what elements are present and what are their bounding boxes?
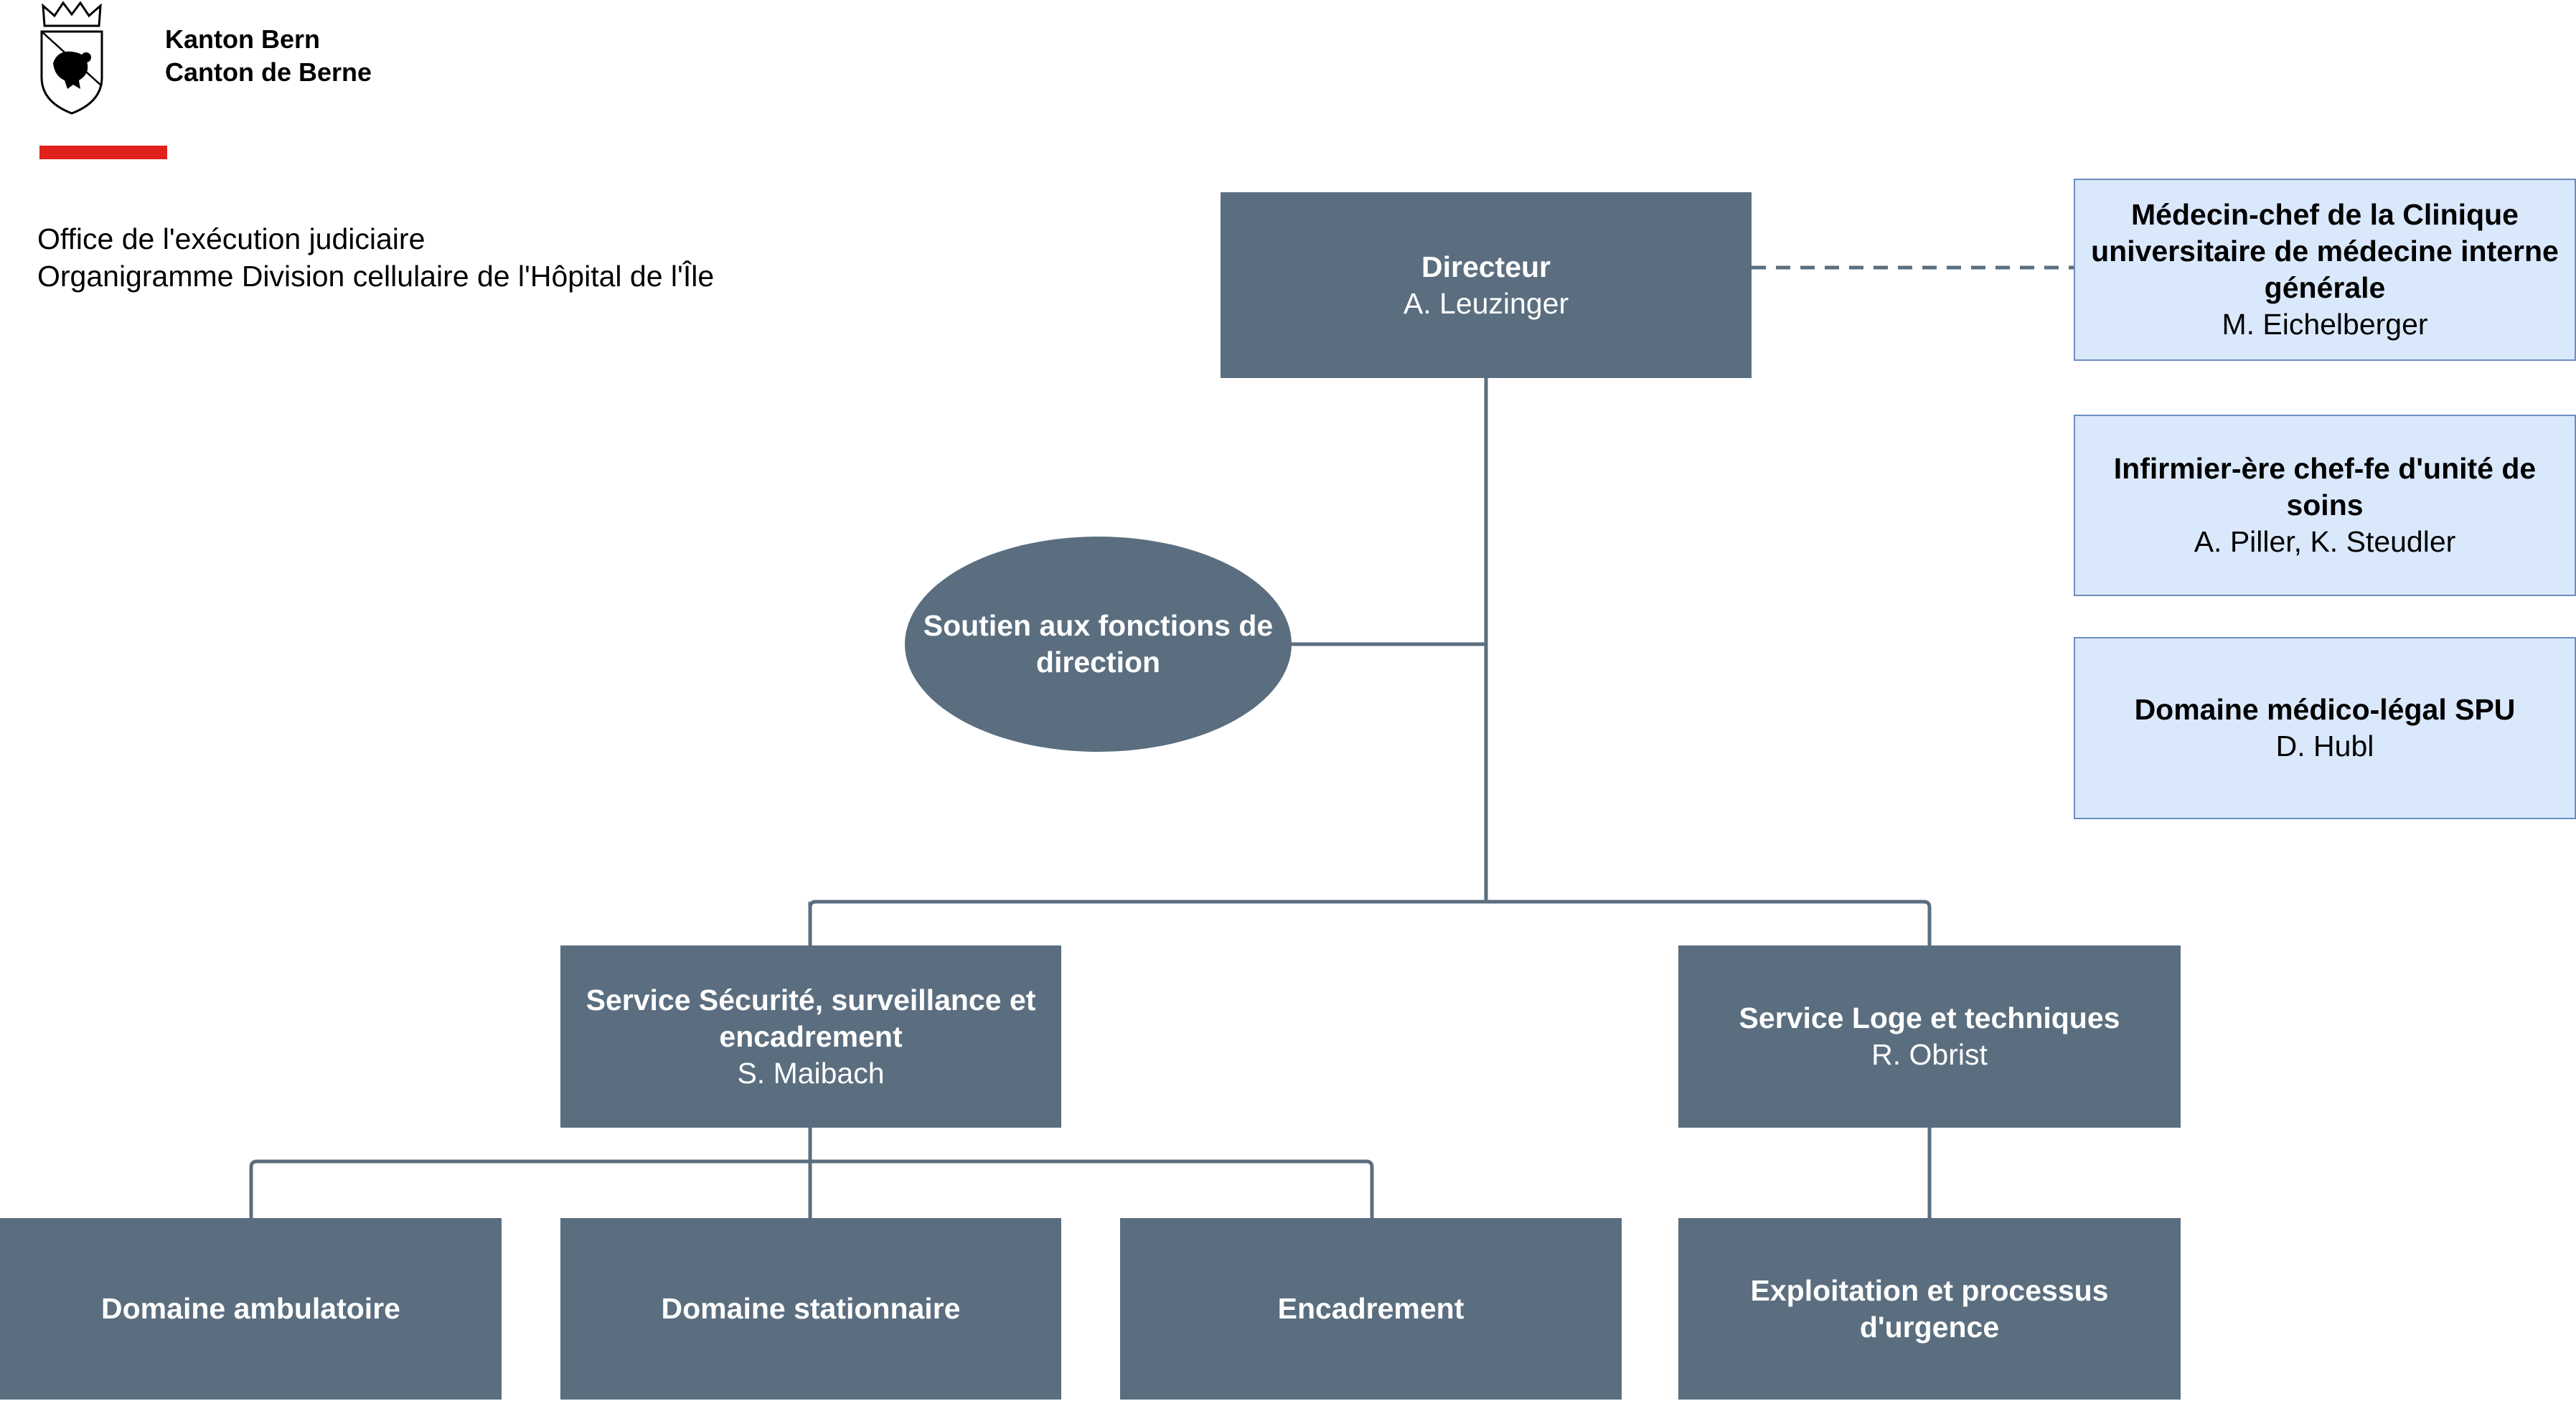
medecin-chef-name: M. Eichelberger [2222, 308, 2428, 341]
document-heading: Office de l'exécution judiciaire Organig… [37, 220, 714, 295]
loge-service-role: Service Loge et techniques [1739, 1001, 2120, 1034]
ambulatoire-label: Domaine ambulatoire [101, 1292, 400, 1325]
medico-legal-role: Domaine médico-légal SPU [2134, 693, 2516, 726]
encadrement-box: Encadrement [1120, 1218, 1622, 1400]
urgence-box: Exploitation et processus d'urgence [1678, 1218, 2181, 1400]
infirmier-role: Infirmier-ère chef-fe d'unité de soins [2113, 452, 2537, 522]
chart-title: Organigramme Division cellulaire de l'Hô… [37, 260, 715, 293]
stationnaire-box: Domaine stationnaire [560, 1218, 1061, 1400]
support-ellipse: Soutien aux fonctions de direction [905, 537, 1292, 752]
org-name-german: Kanton Bern [165, 24, 320, 54]
connector-services-bar [808, 900, 1932, 945]
medico-legal-panel: Domaine médico-légal SPU D. Hubl [2074, 637, 2576, 819]
office-name: Office de l'exécution judiciaire [37, 222, 426, 255]
security-service-name: S. Maibach [737, 1056, 885, 1090]
org-name-french: Canton de Berne [165, 57, 372, 87]
loge-service-name: R. Obrist [1871, 1038, 1988, 1071]
encadrement-label: Encadrement [1277, 1292, 1465, 1325]
loge-service-box: Service Loge et techniques R. Obrist [1678, 945, 2181, 1128]
infirmier-names: A. Piller, K. Steudler [2194, 525, 2456, 558]
medecin-chef-role: Médecin-chef de la Clinique universitair… [2091, 198, 2559, 304]
medico-legal-name: D. Hubl [2275, 730, 2374, 763]
director-role: Directeur [1421, 250, 1551, 283]
organization-name: Kanton Bern Canton de Berne [165, 23, 372, 89]
stationnaire-label: Domaine stationnaire [661, 1292, 961, 1325]
urgence-label: Exploitation et processus d'urgence [1750, 1273, 2109, 1344]
accent-bar [39, 146, 167, 159]
bern-coat-of-arms-icon [40, 1, 103, 115]
director-box: Directeur A. Leuzinger [1221, 192, 1752, 378]
security-service-box: Service Sécurité, surveillance et encadr… [560, 945, 1061, 1128]
support-role: Soutien aux fonctions de direction [923, 609, 1274, 679]
ambulatoire-box: Domaine ambulatoire [0, 1218, 502, 1400]
security-service-role: Service Sécurité, surveillance et encadr… [586, 983, 1036, 1053]
medecin-chef-panel: Médecin-chef de la Clinique universitair… [2074, 179, 2576, 361]
director-name: A. Leuzinger [1403, 286, 1569, 320]
connector-security-children [249, 1128, 1374, 1218]
infirmier-panel: Infirmier-ère chef-fe d'unité de soins A… [2074, 415, 2576, 596]
